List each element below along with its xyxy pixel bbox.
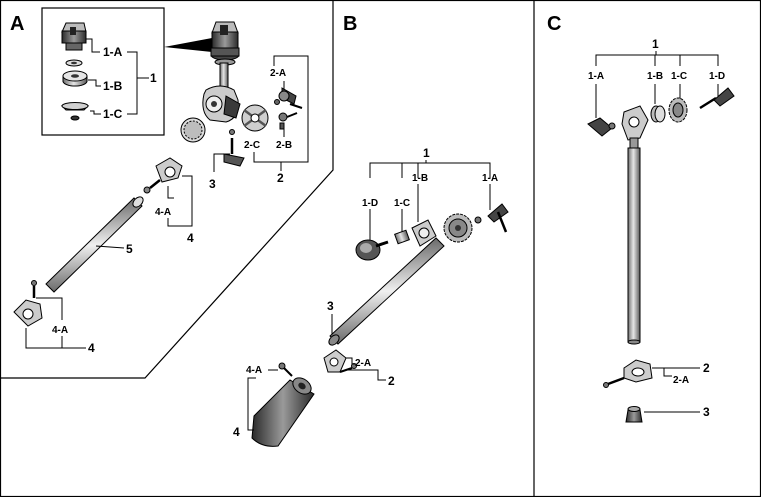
label-a-2a: 2-A [270,68,286,79]
label-c-3: 3 [703,405,710,419]
panel-a-border [0,0,334,379]
panel-b-letter: B [343,13,357,35]
part-4a-screw [278,362,293,377]
label-a-1b: 1-B [103,79,123,93]
label-a-1a: 1-A [103,45,123,59]
label-c-2a: 2-A [673,375,689,386]
label-b-3: 3 [327,299,334,313]
part-c-3-cap [625,406,643,423]
label-c-1: 1 [652,37,659,51]
label-a-2: 2 [277,171,284,185]
part-c-1d-screw [699,87,735,110]
part-c-1c-gear [668,97,688,123]
part-c-1b-ring [650,105,666,123]
part-1c-screw [394,229,410,245]
label-b-4a: 4-A [246,365,262,376]
part-2c-star-knob [241,104,269,132]
label-a-5: 5 [126,242,133,256]
label-a-4: 4 [187,231,194,245]
clamp-head-assembly [180,21,241,143]
part-3-thumbscrew [223,129,245,167]
panel-a: A 1-A 1-B 1-C [10,7,309,355]
label-b-1b: 1-B [412,173,428,184]
part-c-head [621,105,649,149]
part-c-1a-handle [587,117,616,137]
panel-b: B 1 1-D 1-C 1-B 1-A [233,13,509,447]
label-b-1a: 1-A [482,173,498,184]
label-b-1c: 1-C [394,198,410,209]
knob-1a-inset [61,22,87,51]
part-4-clamp-upper [143,157,183,194]
label-c-1d: 1-D [709,71,725,82]
label-b-4: 4 [233,425,240,439]
inset-box [41,7,165,136]
label-a-2c: 2-C [244,140,260,151]
panel-c: C 1 1-A 1-B 1-C 1-D [547,13,735,423]
label-c-1a: 1-A [588,71,604,82]
part-c-rod [627,147,641,345]
part-4-clamp-lower [13,280,43,327]
label-a-2b: 2-B [276,140,292,151]
washer-1b [62,59,88,87]
label-a-4-lower: 4 [88,341,95,355]
part-1a-gear [443,203,509,243]
label-a-1: 1 [150,71,157,85]
label-a-3: 3 [209,177,216,191]
part-c-2-clamp [603,359,653,388]
part-5-rod [45,196,144,293]
label-b-1: 1 [423,146,430,160]
label-a-1c: 1-C [103,107,123,121]
part-2a-handle [274,87,303,109]
panel-c-letter: C [547,13,561,35]
label-c-1c: 1-C [671,71,687,82]
part-1c [60,102,90,121]
part-b-rod [328,237,445,346]
part-1b-head [411,219,437,247]
panel-a-letter: A [10,13,24,35]
label-b-2: 2 [388,374,395,388]
zoom-wedge [164,38,212,52]
label-b-2a: 2-A [355,358,371,369]
part-2-bracket [323,349,357,373]
label-b-1d: 1-D [362,198,378,209]
part-4-grip [251,377,315,447]
label-a-4a: 4-A [155,207,171,218]
part-1d-knob [355,239,389,261]
label-a-4a-lower: 4-A [52,325,68,336]
label-c-1b: 1-B [647,71,663,82]
part-2b-screw [278,112,298,130]
label-c-2: 2 [703,361,710,375]
